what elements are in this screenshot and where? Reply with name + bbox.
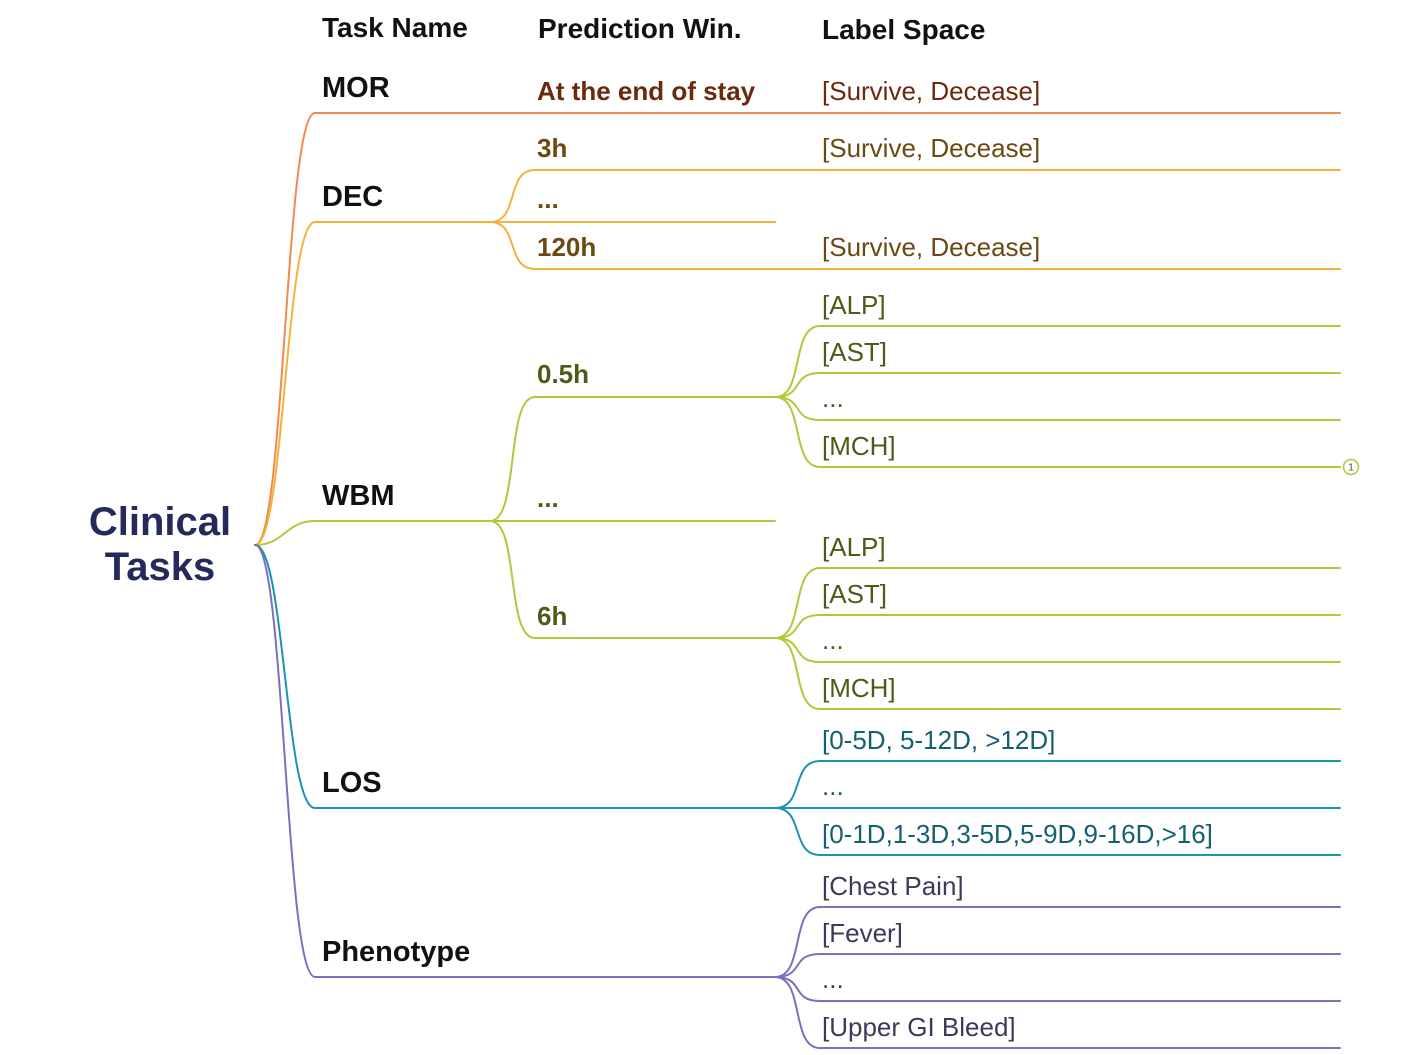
branch-dec [254,221,491,546]
wbm-link-6h [489,520,776,639]
wbm-label-alp[interactable]: [ALP] [822,532,886,562]
dec-link-3h [489,169,1341,223]
root-title-line1: Clinical [88,500,232,544]
dec-link-120h [489,221,1341,270]
header-prediction-window: Prediction Win. [538,13,742,44]
branch-mor [254,112,1341,546]
mor-window[interactable]: At the end of stay [537,76,756,106]
root-node[interactable]: Clinical Tasks [60,500,260,590]
wbm-label-ast[interactable]: [AST] [822,579,888,609]
wbm-label-ellipsis[interactable]: ... [822,625,844,655]
dec-label-120h[interactable]: [Survive, Decease] [822,232,1041,262]
dec-label-3h[interactable]: [Survive, Decease] [822,133,1041,163]
branch-wbm [254,520,491,546]
header-task-name: Task Name [322,12,468,43]
task-wbm[interactable]: WBM [322,480,395,512]
dec-window-3h[interactable]: 3h [537,133,568,163]
task-mor[interactable]: MOR [322,72,390,104]
wbm-label-mch[interactable]: [MCH] [822,431,896,461]
header-label-space: Label Space [822,14,986,45]
phenotype-label-fever[interactable]: [Fever] [822,918,903,948]
collapsed-node-indicator[interactable]: 1 [1342,458,1360,476]
wbm-window-ellipsis[interactable]: ... [537,483,559,513]
wbm-label-ellipsis[interactable]: ... [822,383,844,413]
wbm-link-0-5h [489,396,776,522]
task-los[interactable]: LOS [322,767,382,799]
dec-window-ellipsis[interactable]: ... [537,184,559,214]
collapsed-count: 1 [1348,463,1354,474]
wbm-window-6h[interactable]: 6h [537,601,568,631]
wbm-label-alp[interactable]: [ALP] [822,290,886,320]
dec-window-120h[interactable]: 120h [537,232,597,262]
phenotype-label-ellipsis[interactable]: ... [822,964,844,994]
los-label-3class[interactable]: [0-5D, 5-12D, >12D] [822,725,1056,755]
wbm-label-mch[interactable]: [MCH] [822,673,896,703]
los-label-6class[interactable]: [0-1D,1-3D,3-5D,5-9D,9-16D,>16] [822,819,1213,849]
task-dec[interactable]: DEC [322,181,384,213]
branch-los [254,544,776,809]
los-label-ellipsis[interactable]: ... [822,771,844,801]
root-title-line2: Tasks [104,545,216,589]
task-phenotype[interactable]: Phenotype [322,936,471,968]
phenotype-label-upper-gi-bleed[interactable]: [Upper GI Bleed] [822,1012,1016,1042]
wbm-window-0-5h[interactable]: 0.5h [537,359,590,389]
mor-label[interactable]: [Survive, Decease] [822,76,1041,106]
branch-phenotype [254,544,776,978]
phenotype-label-chest-pain[interactable]: [Chest Pain] [822,871,964,901]
wbm-label-ast[interactable]: [AST] [822,337,888,367]
